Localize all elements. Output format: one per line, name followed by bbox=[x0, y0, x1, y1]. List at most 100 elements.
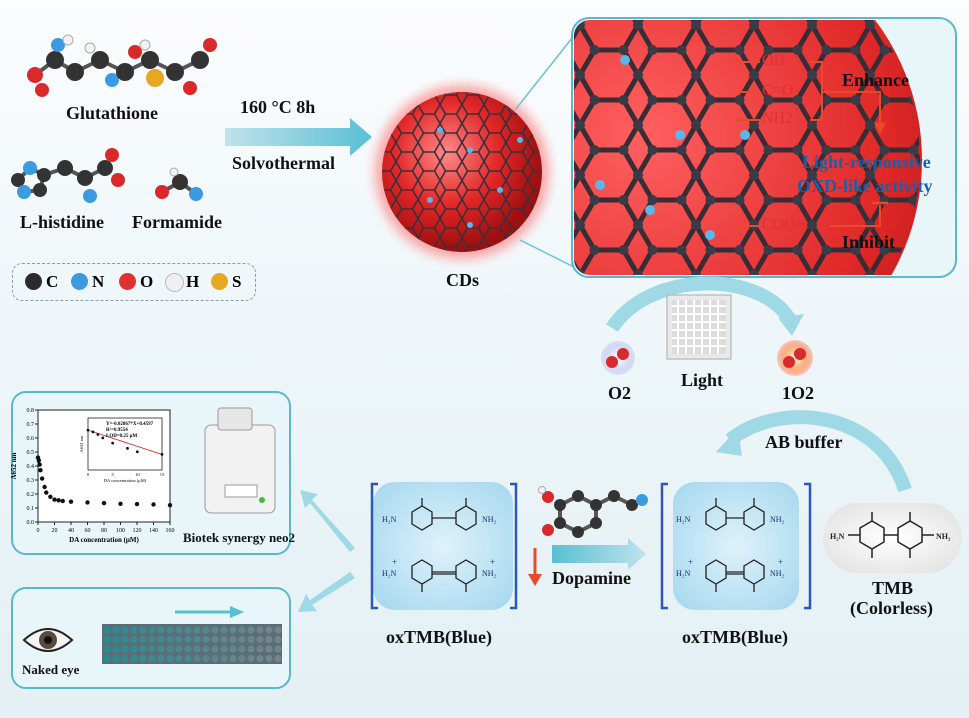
activation-arrow bbox=[606, 276, 796, 333]
inset-data-point bbox=[135, 450, 139, 454]
svg-text:+: + bbox=[392, 557, 397, 567]
well bbox=[112, 626, 120, 634]
well bbox=[157, 626, 165, 634]
condition-label: 160 °C 8h bbox=[240, 97, 316, 117]
well bbox=[157, 635, 165, 644]
data-point bbox=[60, 498, 65, 504]
well bbox=[166, 635, 174, 644]
tmb-molecule: H₂N NH₂ bbox=[823, 503, 962, 573]
zoom-connector bbox=[519, 239, 581, 271]
singlet-oxygen-molecule bbox=[777, 340, 813, 376]
well bbox=[112, 654, 120, 663]
svg-text:NH₂: NH₂ bbox=[770, 569, 785, 578]
well bbox=[220, 626, 228, 634]
x-tick-label: 60 bbox=[85, 528, 91, 534]
x-tick-label: 40 bbox=[68, 528, 74, 534]
well bbox=[121, 645, 129, 653]
inset-annotation: Y=-0.02867*X+0.4597 bbox=[106, 422, 154, 427]
svg-text:H₂N: H₂N bbox=[676, 569, 691, 578]
atom-legend: C N O H S bbox=[12, 263, 256, 301]
y-tick-label: 0.3 bbox=[27, 478, 35, 484]
svg-text:H₂N: H₂N bbox=[382, 569, 397, 578]
well bbox=[238, 654, 246, 663]
y-tick-label: 0.0 bbox=[27, 520, 35, 526]
well bbox=[211, 626, 219, 634]
data-point bbox=[39, 476, 45, 481]
well bbox=[256, 626, 264, 634]
well-array bbox=[103, 626, 282, 663]
well bbox=[265, 635, 273, 644]
dopamine-label: Dopamine bbox=[552, 568, 632, 588]
well bbox=[211, 635, 219, 644]
legend-n: N bbox=[92, 272, 105, 291]
well bbox=[193, 645, 201, 653]
surface-zoom-panel bbox=[571, 17, 957, 278]
gradient-arrowhead bbox=[230, 606, 244, 618]
inset-annotation: R²=0.9554 bbox=[106, 427, 128, 433]
well bbox=[103, 626, 111, 634]
well bbox=[139, 645, 147, 653]
x-tick-label: 160 bbox=[166, 528, 175, 534]
well bbox=[229, 626, 237, 634]
well bbox=[274, 626, 282, 634]
enhance-label: Enhance bbox=[842, 70, 910, 90]
well bbox=[148, 626, 156, 634]
well bbox=[175, 645, 183, 653]
data-point bbox=[37, 462, 42, 467]
light-label: Light bbox=[681, 370, 724, 390]
well bbox=[220, 645, 228, 653]
cooh-group-label: COOH bbox=[762, 216, 808, 233]
zoom-connector bbox=[514, 27, 581, 111]
x-axis-label: DA concentration (μM) bbox=[69, 536, 139, 544]
well bbox=[139, 626, 147, 634]
well bbox=[130, 635, 138, 644]
oxtmb-complex-left: H₂N NH₂ H₂N NH₂ + + bbox=[370, 482, 518, 610]
well bbox=[247, 645, 255, 653]
dopamine-arrow bbox=[552, 538, 646, 570]
well bbox=[184, 635, 192, 644]
singlet-o2-label: 1O2 bbox=[782, 383, 815, 403]
data-point bbox=[38, 468, 43, 473]
well bbox=[274, 635, 282, 644]
glutathione-label: Glutathione bbox=[66, 103, 159, 123]
data-point bbox=[101, 500, 107, 506]
carbon-ball-icon bbox=[25, 273, 42, 290]
oxygen-molecule bbox=[601, 341, 635, 375]
well bbox=[256, 635, 264, 644]
well bbox=[193, 626, 201, 634]
well bbox=[175, 654, 183, 663]
eye-icon bbox=[22, 628, 74, 652]
l-histidine-label: L-histidine bbox=[20, 212, 105, 232]
oxtmb-complex-right: H₂N NH₂ H₂N NH₂ + + bbox=[660, 482, 812, 610]
well bbox=[256, 645, 264, 653]
well bbox=[103, 654, 111, 663]
well bbox=[112, 645, 120, 653]
carbon-dot-sphere bbox=[362, 72, 562, 272]
well bbox=[220, 635, 228, 644]
data-point bbox=[52, 497, 57, 502]
y-tick-label: 0.2 bbox=[27, 492, 35, 498]
x-tick-label: 140 bbox=[149, 528, 158, 534]
well bbox=[130, 654, 138, 663]
data-point bbox=[85, 500, 90, 505]
well bbox=[112, 635, 120, 644]
inset-data-point bbox=[91, 430, 95, 434]
well bbox=[157, 645, 165, 653]
co-group-label: C=O bbox=[762, 82, 794, 99]
legend-s: S bbox=[232, 272, 242, 291]
well bbox=[130, 645, 138, 653]
well bbox=[121, 626, 129, 634]
sulfur-ball-icon bbox=[211, 273, 228, 290]
ab-buffer-label: AB buffer bbox=[765, 432, 843, 452]
inset-x-tick-label: 10 bbox=[135, 472, 140, 477]
well bbox=[256, 654, 264, 663]
inset-data-point bbox=[126, 446, 129, 450]
well bbox=[184, 645, 192, 653]
data-point bbox=[118, 501, 123, 506]
inset-data-point bbox=[86, 428, 90, 432]
glutathione-molecule bbox=[27, 34, 217, 97]
well bbox=[202, 654, 210, 663]
data-point bbox=[42, 484, 47, 490]
